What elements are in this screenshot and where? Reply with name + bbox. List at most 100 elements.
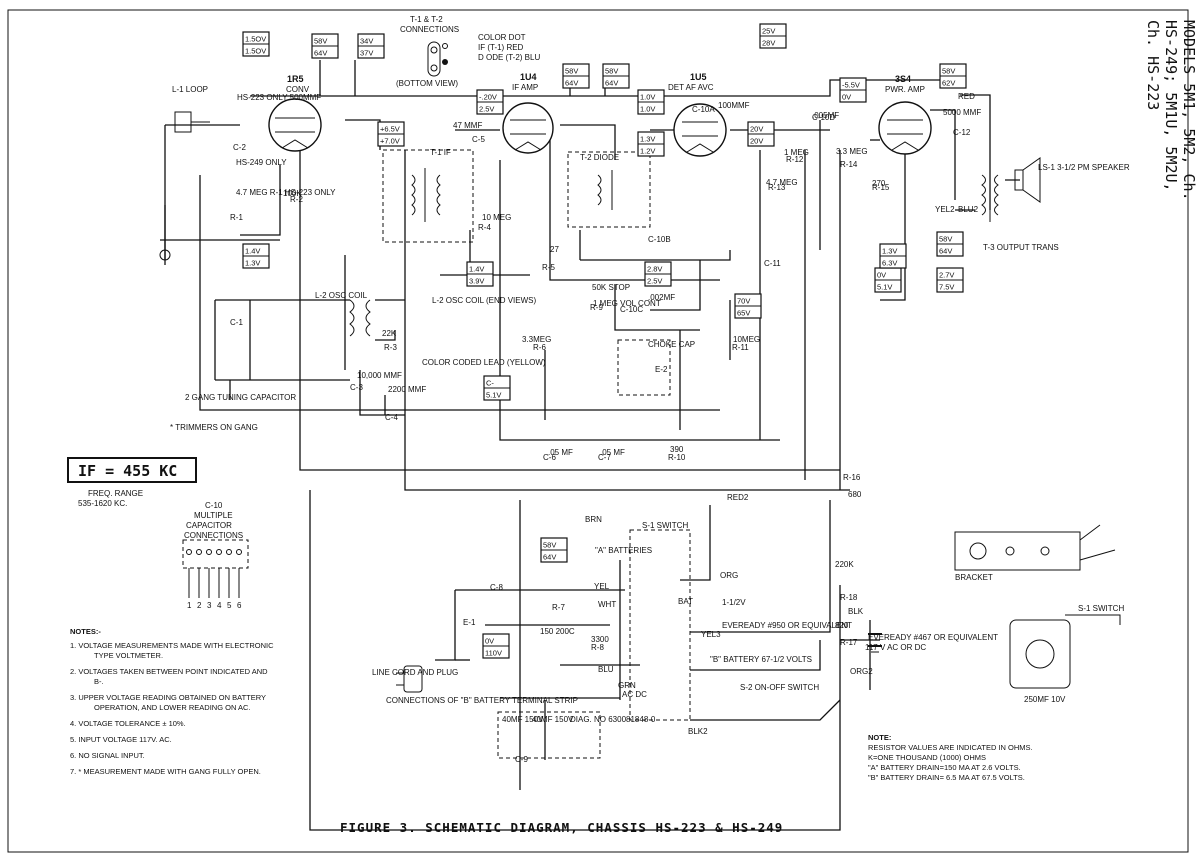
- component-label: S-1 SWITCH: [642, 521, 688, 530]
- tube-1r5-func: CONV: [286, 85, 310, 94]
- color-dot-1: COLOR DOT: [478, 33, 526, 42]
- voltage-upper: 1.5OV: [245, 35, 266, 44]
- component-label: C-3: [350, 383, 363, 392]
- diagram-label: 50K STOP: [592, 283, 630, 292]
- color-dot-3: D ODE (T-2) BLU: [478, 53, 540, 62]
- voltage-lower: 65V: [737, 309, 750, 318]
- diagram-label: S-1 SWITCH: [1078, 604, 1124, 613]
- component-label: T-3 OUTPUT TRANS: [983, 243, 1059, 252]
- l2-osc-coil-symbol: [349, 299, 371, 337]
- component-label: R-5: [542, 263, 555, 272]
- diagram-label: LINE CORD AND PLUG: [372, 668, 458, 677]
- component-label: C-12: [953, 128, 971, 137]
- voltage-lower: 1.2V: [640, 147, 655, 156]
- voltage-lower: 2.5V: [479, 105, 494, 114]
- tconn-title-3: (BOTTOM VIEW): [396, 79, 458, 88]
- component-label: L-2 OSC COIL: [315, 291, 368, 300]
- voltage-upper: -5.5V: [842, 81, 860, 90]
- loop-antenna-symbol: [159, 111, 210, 261]
- c10-pin-number: 3: [207, 601, 212, 610]
- diagram-label: BLU2: [958, 205, 979, 214]
- voltage-lower: 6.3V: [882, 259, 897, 268]
- voltage-box: 2.8V2.5V: [644, 261, 672, 287]
- diagram-label: 10 MEG: [482, 213, 511, 222]
- s1-switch-sketch: [1009, 614, 1121, 689]
- diagram-label: .002MF: [648, 293, 675, 302]
- tube-1u5-func: DET AF AVC: [668, 83, 714, 92]
- voltage-upper: C-: [486, 379, 494, 388]
- diagram-label: WHT: [598, 600, 616, 609]
- diagram-label: HS-249 ONLY: [236, 158, 287, 167]
- component-label: C-4: [385, 413, 398, 422]
- voltage-lower: 1.5OV: [245, 47, 266, 56]
- tube-1r5-name: 1R5: [287, 74, 304, 84]
- voltage-upper: 58V: [565, 67, 578, 76]
- diagram-label: HS-223 ONLY 500MMF: [237, 93, 321, 102]
- note2-item: "B" BATTERY DRAIN= 6.5 MA AT 67.5 VOLTS.: [868, 773, 1025, 782]
- voltage-upper: 1.3V: [640, 135, 655, 144]
- c10-pin-number: 4: [217, 601, 222, 610]
- voltage-lower: 5.1V: [486, 391, 501, 400]
- voltage-box: +6.5V+7.0V: [377, 121, 405, 147]
- diagram-label: .005MF: [812, 111, 839, 120]
- switch-s1-box: [629, 529, 691, 721]
- voltage-upper: -.20V: [479, 93, 497, 102]
- diagram-label: 1 MEG: [784, 148, 809, 157]
- component-label: R-2: [290, 195, 303, 204]
- note2-title: NOTE:: [868, 733, 891, 742]
- voltage-upper: 1.4V: [469, 265, 484, 274]
- diagram-label: AC DC: [622, 690, 647, 699]
- diagram-label: RED2: [727, 493, 749, 502]
- component-label: R-1: [230, 213, 243, 222]
- figure-title: FIGURE 3. SCHEMATIC DIAGRAM, CHASSIS HS-…: [340, 820, 783, 835]
- note-item: 2. VOLTAGES TAKEN BETWEEN POINT INDICATE…: [70, 667, 268, 686]
- component-label: C-5: [472, 135, 485, 144]
- note2-item: RESISTOR VALUES ARE INDICATED IN OHMS.: [868, 743, 1033, 752]
- c10-pin-number: 2: [197, 601, 202, 610]
- diagram-label: BRN: [585, 515, 602, 524]
- voltage-upper: 58V: [543, 541, 556, 550]
- t3-output-trans-symbol: [981, 170, 999, 222]
- voltage-upper: 0V: [485, 637, 494, 646]
- diagram-label: 1 MEG VOL CONT: [593, 299, 661, 308]
- diagram-label: CHOKE CAP: [648, 340, 695, 349]
- voltage-upper: 58V: [939, 235, 952, 244]
- diagram-label: DIAG. NO 630081848-0: [570, 715, 656, 724]
- diagram-label: RED: [958, 92, 975, 101]
- diagram-label: 250MF 10V: [1024, 695, 1066, 704]
- c10-connection-box: [182, 539, 249, 569]
- component-label: C-10B: [648, 235, 671, 244]
- diagram-label: 680: [848, 490, 862, 499]
- voltage-upper: 1.3V: [882, 247, 897, 256]
- model-line-3: Ch. HS-223: [1144, 20, 1162, 110]
- t1-coils: [411, 168, 441, 222]
- voltage-box: 1.4V3.9V: [466, 261, 494, 287]
- diagram-label: .05 MF: [600, 448, 625, 457]
- voltage-upper: 34V: [360, 37, 373, 46]
- diagram-label: ORG: [720, 571, 738, 580]
- tube-1r5: [268, 98, 322, 152]
- diagram-label: 10MEG: [733, 335, 760, 344]
- note2-item: K=ONE THOUSAND (1000) OHMS: [868, 753, 986, 762]
- color-dot-2: IF (T-1) RED: [478, 43, 524, 52]
- note-item: 3. UPPER VOLTAGE READING OBTAINED ON BAT…: [70, 693, 266, 712]
- diagram-label: 2 GANG TUNING CAPACITOR: [185, 393, 296, 402]
- diagram-label: 820: [835, 621, 849, 630]
- diagram-label: 5000 MMF: [943, 108, 981, 117]
- diagram-label: 40MF 150V: [502, 715, 544, 724]
- voltage-box: 1.0V1.0V: [637, 89, 665, 115]
- c8-capacitor-box: [497, 711, 601, 759]
- voltage-lower: 62V: [942, 79, 955, 88]
- notes-title: NOTES:-: [70, 627, 101, 636]
- voltage-lower: 64V: [605, 79, 618, 88]
- component-label: R-12: [786, 155, 804, 164]
- tube-3s4: [878, 101, 932, 155]
- diagram-label: 270: [872, 179, 886, 188]
